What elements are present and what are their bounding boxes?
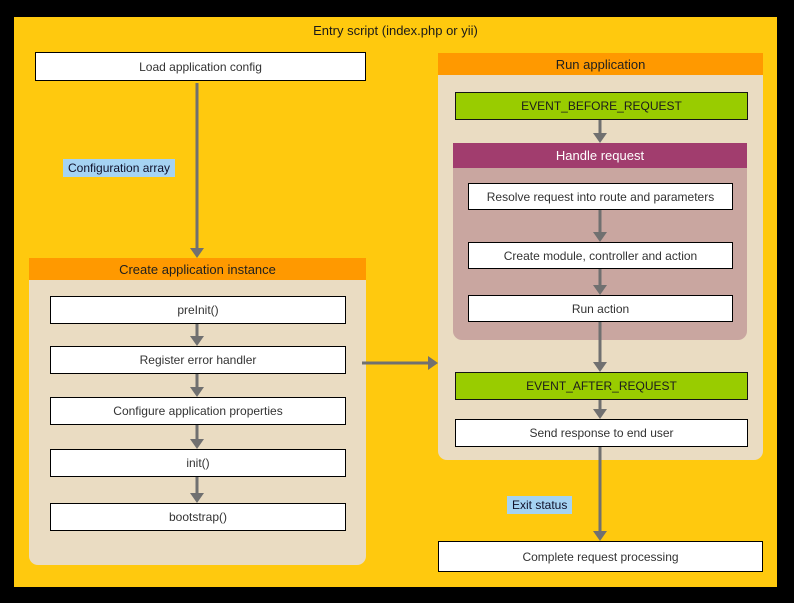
arrow-event-before-to-handle — [592, 120, 608, 143]
bootstrap-box: bootstrap() — [50, 503, 346, 531]
preinit-box: preInit() — [50, 296, 346, 324]
arrow-preinit-to-register — [189, 324, 205, 346]
arrow-event-after-to-send-response — [592, 400, 608, 419]
diagram-title: Entry script (index.php or yii) — [313, 23, 478, 38]
event-before-request-box: EVENT_BEFORE_REQUEST — [455, 92, 748, 120]
configuration-array-label: Configuration array — [63, 159, 176, 177]
entry-script-panel: Entry script (index.php or yii) Load app… — [14, 17, 777, 587]
arrow-resolve-to-create-module — [592, 210, 608, 242]
exit-status-label: Exit status — [507, 496, 573, 514]
load-application-config-box: Load application config — [35, 52, 366, 81]
arrow-run-action-to-event-after — [592, 322, 608, 372]
resolve-request-box: Resolve request into route and parameter… — [468, 183, 733, 210]
arrow-config-to-create-instance — [189, 83, 205, 258]
create-module-controller-action-box: Create module, controller and action — [468, 242, 733, 269]
event-after-request-box: EVENT_AFTER_REQUEST — [455, 372, 748, 400]
arrow-register-to-configure — [189, 374, 205, 397]
init-box: init() — [50, 449, 346, 477]
create-application-instance-header: Create application instance — [29, 258, 366, 280]
run-application-header: Run application — [438, 53, 763, 75]
send-response-box: Send response to end user — [455, 419, 748, 447]
run-action-box: Run action — [468, 295, 733, 322]
handle-request-header: Handle request — [453, 143, 747, 168]
arrow-create-instance-to-run-application — [362, 355, 438, 371]
arrow-send-response-to-complete — [592, 447, 608, 541]
arrow-create-module-to-run-action — [592, 269, 608, 295]
configure-application-properties-box: Configure application properties — [50, 397, 346, 425]
arrow-init-to-bootstrap — [189, 477, 205, 503]
register-error-handler-box: Register error handler — [50, 346, 346, 374]
arrow-configure-to-init — [189, 425, 205, 449]
complete-request-processing-box: Complete request processing — [438, 541, 763, 572]
